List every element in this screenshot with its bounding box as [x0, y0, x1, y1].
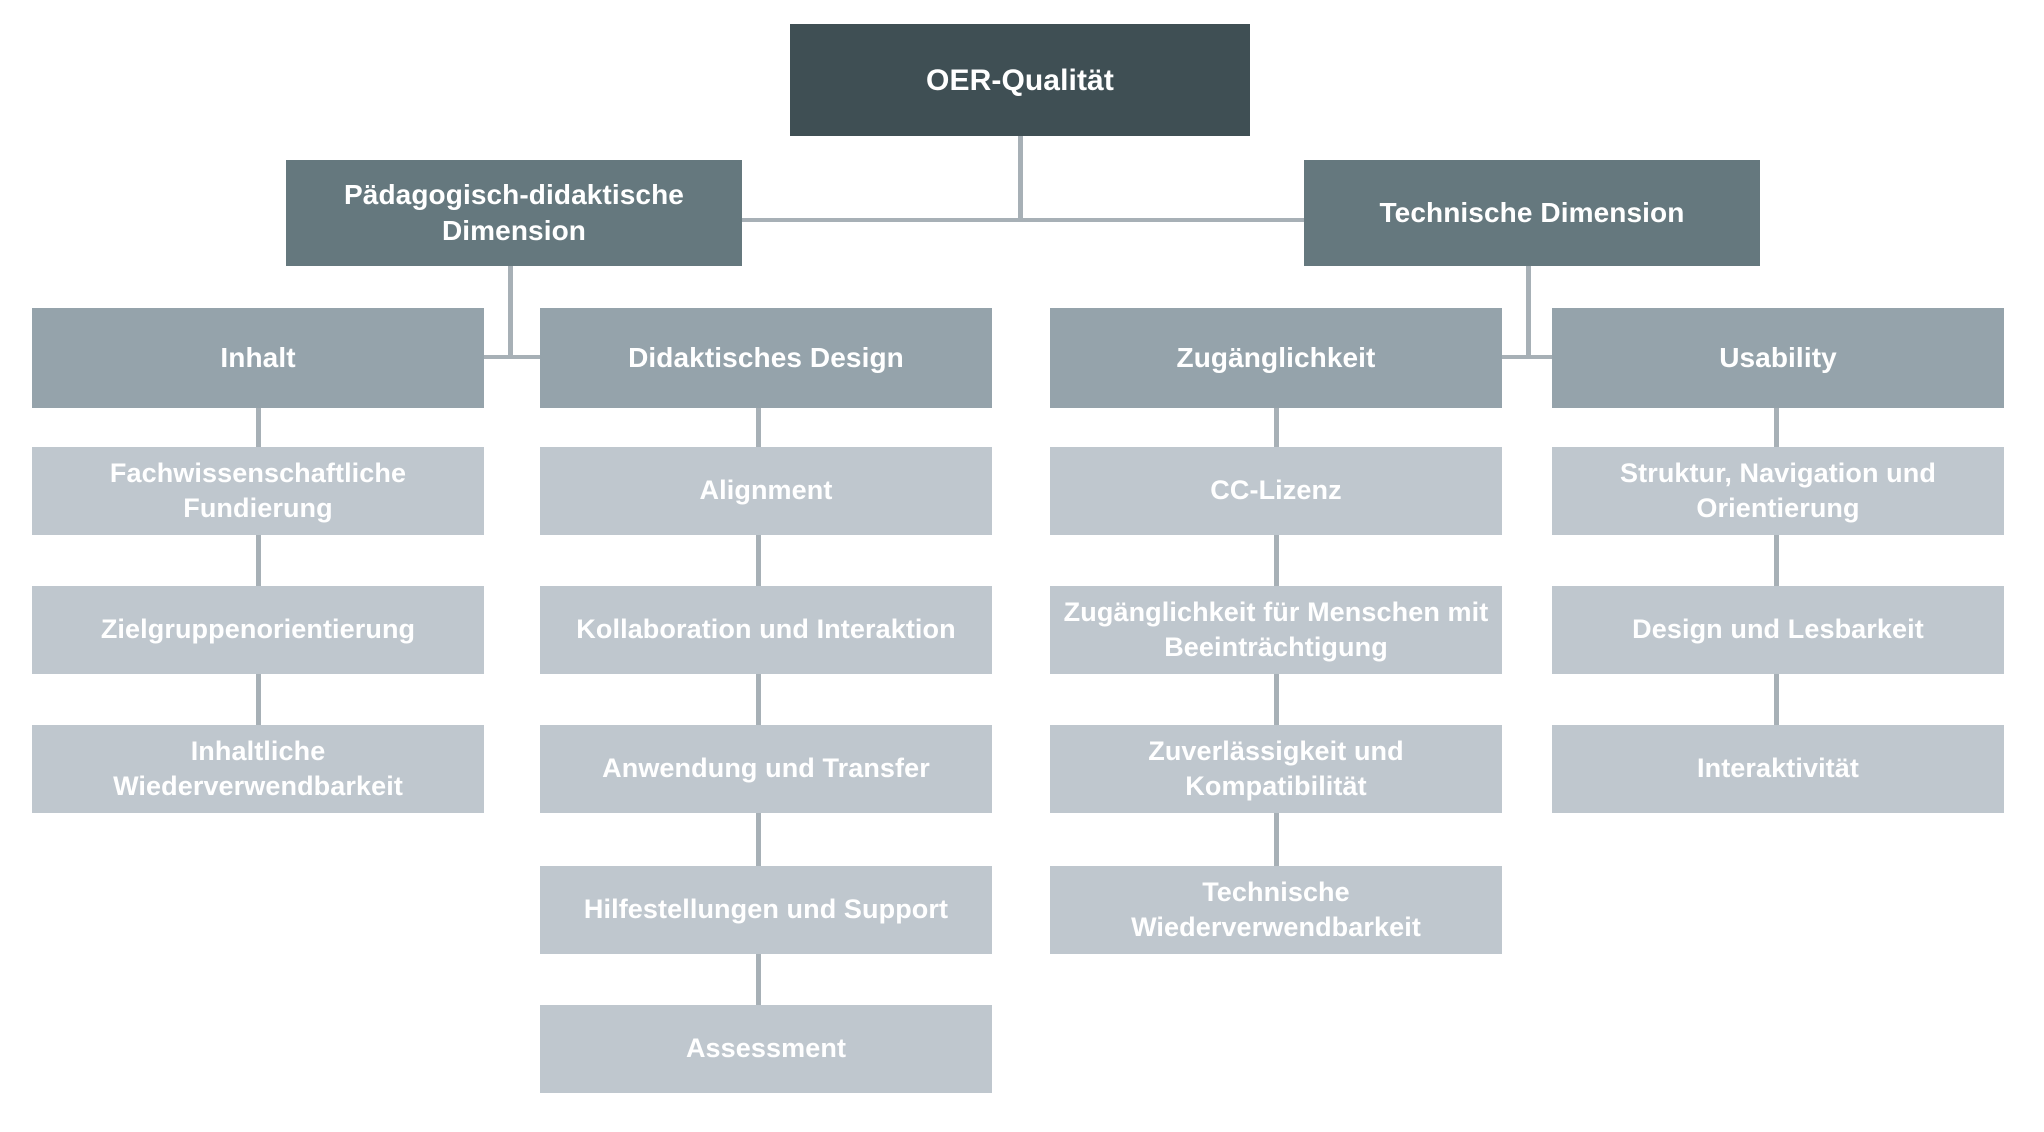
node-category-usability[interactable]: Usability [1552, 308, 2004, 408]
node-category-zugaenglichkeit[interactable]: Zugänglichkeit [1050, 308, 1502, 408]
connector-paedagogisch-drop [508, 265, 513, 357]
node-criterion-label: Design und Lesbarkeit [1632, 614, 1924, 645]
node-criterion[interactable]: Zuverlässigkeit und Kompatibilität [1050, 725, 1502, 813]
node-criterion-label: Zugänglichkeit für Menschen mit Beeinträ… [1063, 596, 1489, 662]
node-criterion-label: CC-Lizenz [1210, 475, 1342, 506]
node-criterion-label: Technische Wiederverwendbarkeit [1131, 876, 1421, 942]
node-root-label: OER-Qualität [926, 63, 1114, 97]
node-criterion-label: Zielgruppenorientierung [100, 614, 416, 645]
node-category-label: Usability [1719, 341, 1837, 373]
connector-category-bus-left [258, 355, 762, 359]
node-category-inhalt[interactable]: Inhalt [32, 308, 484, 408]
node-criterion-label: Interaktivität [1697, 753, 1859, 784]
node-criterion[interactable]: Fachwissenschaftliche Fundierung [32, 447, 484, 535]
node-criterion[interactable]: Zielgruppenorientierung [32, 586, 484, 674]
node-criterion-label: Fachwissenschaftliche Fundierung [109, 457, 407, 523]
node-criterion[interactable]: Technische Wiederverwendbarkeit [1050, 866, 1502, 954]
node-criterion[interactable]: Anwendung und Transfer [540, 725, 992, 813]
connector-root-stub [1018, 136, 1023, 220]
node-category-label: Didaktisches Design [628, 341, 904, 373]
node-criterion-label: Hilfestellungen und Support [583, 894, 949, 925]
connector-technisch-drop [1526, 265, 1531, 357]
connector-spine-col4 [1774, 408, 1779, 730]
node-dimension-label: Pädagogisch-didaktische Dimension [344, 178, 684, 246]
connector-category-bus-right [1276, 355, 1780, 359]
node-category-label: Inhalt [220, 341, 296, 373]
node-criterion[interactable]: Interaktivität [1552, 725, 2004, 813]
connector-spine-col1 [256, 408, 261, 730]
node-category-didaktisches-design[interactable]: Didaktisches Design [540, 308, 992, 408]
node-category-label: Zugänglichkeit [1176, 341, 1376, 373]
node-criterion-label: Inhaltliche Wiederverwendbarkeit [113, 735, 403, 801]
node-criterion-label: Assessment [685, 1033, 847, 1064]
node-criterion[interactable]: Hilfestellungen und Support [540, 866, 992, 954]
node-criterion[interactable]: Design und Lesbarkeit [1552, 586, 2004, 674]
node-criterion-label: Kollaboration und Interaktion [576, 614, 956, 645]
connector-spine-col2 [756, 408, 761, 1012]
node-criterion[interactable]: Inhaltliche Wiederverwendbarkeit [32, 725, 484, 813]
node-criterion-label: Struktur, Navigation und Orientierung [1620, 457, 1936, 523]
node-criterion[interactable]: Kollaboration und Interaktion [540, 586, 992, 674]
node-criterion[interactable]: Assessment [540, 1005, 992, 1093]
node-criterion-label: Alignment [699, 475, 833, 506]
node-root-oer-qualitaet[interactable]: OER-Qualität [790, 24, 1250, 136]
node-criterion-label: Anwendung und Transfer [602, 753, 930, 784]
node-criterion[interactable]: Alignment [540, 447, 992, 535]
node-criterion[interactable]: CC-Lizenz [1050, 447, 1502, 535]
connector-dimension-bus [508, 218, 1530, 222]
node-criterion-label: Zuverlässigkeit und Kompatibilität [1148, 735, 1404, 801]
node-criterion[interactable]: Struktur, Navigation und Orientierung [1552, 447, 2004, 535]
node-criterion[interactable]: Zugänglichkeit für Menschen mit Beeinträ… [1050, 586, 1502, 674]
node-dimension-technisch[interactable]: Technische Dimension [1304, 160, 1760, 266]
node-dimension-label: Technische Dimension [1379, 196, 1685, 228]
node-dimension-paedagogisch[interactable]: Pädagogisch-didaktische Dimension [286, 160, 742, 266]
